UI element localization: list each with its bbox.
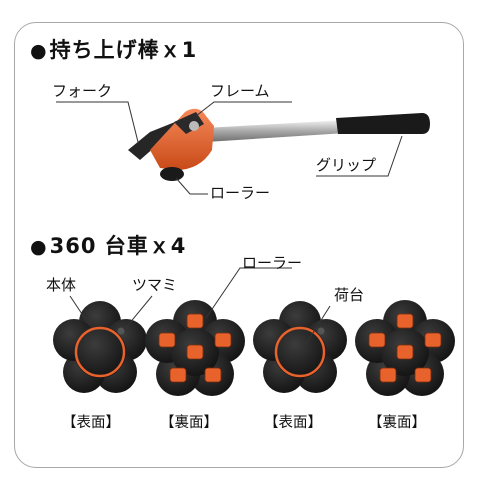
leader-grip [316,135,403,177]
dolly-front-1 [53,301,147,393]
caption-back-2: 【裏面】 [368,415,426,431]
caster-roller [424,332,442,348]
lifter-frame-bracket [174,112,204,134]
caster-roller [396,313,414,329]
label-body: 本体 [46,276,77,294]
caption-front-2: 【表面】 [264,415,322,431]
lifter-roller [160,167,184,181]
leader-roller-lifter [175,177,208,195]
bullet-icon: ● [30,236,48,258]
label-roller-lifter: ローラー [210,184,271,202]
platform-ring [74,326,126,378]
bullet-icon: ● [30,40,48,62]
caster-roller [368,332,386,348]
leader-roller-dolly [205,267,292,319]
leader-fork [56,101,139,143]
lifter-pivot [189,121,199,131]
section-lifter-heading: ●持ち上げ棒ｘ1 [30,34,197,64]
dolly-back-2 [355,300,455,396]
label-knob: ツマミ [132,276,178,294]
dolly-front-2 [253,301,347,393]
caster-roller [214,332,232,348]
label-grip: グリップ [316,156,377,174]
section-dolly-title: 360 台車ｘ4 [49,234,187,258]
knob-icon [117,327,125,335]
lifter-fork [128,122,178,160]
knob-icon [317,327,325,335]
dolly-back-1 [145,300,245,396]
leader-frame [195,101,292,117]
label-platform: 荷台 [334,286,365,304]
caster-roller [204,367,222,383]
leader-knob [123,295,153,331]
platform-ring [274,326,326,378]
label-roller-dolly: ローラー [242,254,303,272]
caster-roller [158,332,176,348]
label-frame: フレーム [210,82,270,100]
caster-roller [186,344,204,360]
section-dolly-heading: ●360 台車ｘ4 [30,230,186,260]
caster-roller [414,367,432,383]
panel-frame [14,22,464,468]
caster-roller [379,367,397,383]
lifter-grip [336,113,430,134]
caption-back-1: 【裏面】 [160,415,218,431]
section-lifter-title: 持ち上げ棒ｘ1 [49,38,198,62]
label-fork: フォーク [52,82,113,100]
caster-roller [396,344,414,360]
lifter-pole [205,120,346,142]
leader-platform [305,305,331,345]
caster-roller [186,313,204,329]
leader-body [69,295,91,327]
caster-roller [169,367,187,383]
lifter-bar [128,108,430,181]
caption-front-1: 【表面】 [62,415,120,431]
